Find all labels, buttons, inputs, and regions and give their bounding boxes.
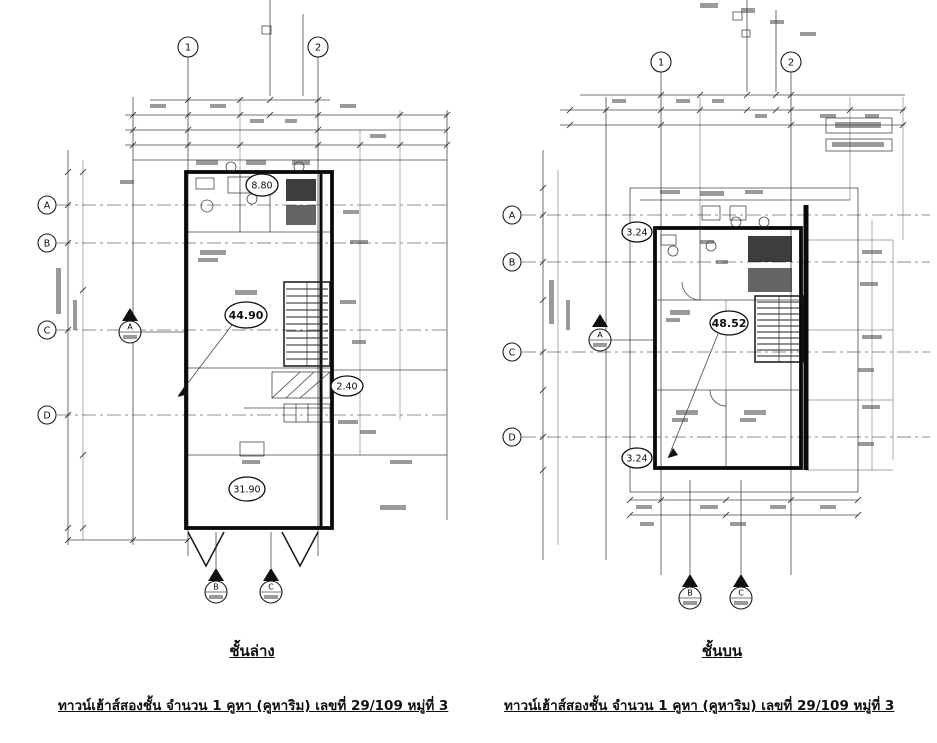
upper-floor-plan: 1 2 A B C D	[502, 0, 930, 610]
illegible-annotation-smudges	[56, 104, 412, 510]
area-value-main: 44.90	[229, 309, 264, 322]
area-oval-front	[228, 476, 266, 502]
under-stair-detail	[239, 371, 331, 457]
area-value-bath: 8.80	[251, 180, 272, 191]
grid-bubble-D-label: D	[508, 432, 515, 443]
area-oval-main	[224, 301, 268, 329]
bathroom-fixtures	[660, 205, 792, 292]
bathroom-fixtures	[195, 161, 316, 225]
grid-bubble-D-label: D	[43, 410, 50, 421]
area-oval-bath	[245, 173, 279, 197]
grid-bubble-C	[37, 320, 57, 340]
section-marker-A: A	[118, 308, 186, 344]
section-marker-B: B	[204, 568, 228, 604]
grid-bubble-C-label: C	[509, 347, 516, 358]
grid-bubble-B-label: B	[509, 257, 516, 268]
interior-partitions	[188, 172, 447, 456]
upper-floor-caption: ทาวน์เฮ้าส์สองชั้น จำนวน 1 คูหา (คูหาริม…	[504, 698, 895, 714]
illegible-annotation-smudges	[549, 3, 884, 526]
grid-bubble-A	[502, 205, 522, 225]
section-marker-B-label: B	[687, 589, 693, 598]
grid-bubble-A	[37, 195, 57, 215]
upper-floor-label: ชั้นบน	[701, 642, 743, 660]
ground-floor-caption: ทาวน์เฮ้าส์สองชั้น จำนวน 1 คูหา (คูหาริม…	[58, 698, 449, 714]
bottom-dimension-lines	[626, 496, 862, 519]
outer-boundary-lines	[629, 117, 894, 493]
top-dimension-lines	[560, 91, 907, 240]
row-grid-lines	[57, 204, 447, 416]
grid-bubble-D	[37, 405, 57, 425]
porch-marks	[187, 531, 319, 568]
grid-bubble-C	[502, 342, 522, 362]
section-marker-B: B	[678, 574, 702, 610]
unit-outline-wall	[653, 226, 803, 470]
area-value-front: 31.90	[233, 484, 260, 495]
area-oval-side	[330, 375, 364, 397]
grid-bubble-B-label: B	[44, 238, 51, 249]
area-value-top: 3.24	[626, 227, 647, 238]
column-grid-lines	[605, 0, 792, 575]
grid-bubble-1-label: 1	[658, 58, 664, 69]
grid-bubble-C-label: C	[44, 325, 51, 336]
section-marker-C-label: C	[268, 583, 274, 592]
leader-arrowhead	[178, 387, 188, 397]
area-value-side: 2.40	[336, 381, 357, 392]
grid-bubble-A-label: A	[44, 200, 51, 211]
grid-bubble-1-label: 1	[185, 43, 191, 54]
section-marker-B-label: B	[213, 583, 219, 592]
grid-bubble-2-label: 2	[315, 43, 321, 54]
section-marker-A: A	[588, 314, 655, 352]
leader-arrowhead	[668, 448, 678, 458]
grid-bubble-B	[502, 252, 522, 272]
left-dimension-lines	[64, 150, 192, 545]
column-grid-lines	[132, 0, 319, 556]
left-dimension-lines	[539, 150, 559, 560]
area-oval-main	[709, 310, 749, 336]
area-leader-line	[667, 333, 719, 459]
unit-outline-wall	[184, 170, 334, 530]
blueprint-drawing: 1 2 A B C D	[37, 0, 930, 610]
section-marker-C: C	[259, 568, 283, 604]
grid-bubble-2	[307, 36, 329, 58]
section-marker-A-label: A	[597, 331, 603, 340]
ground-floor-plan: 1 2 A B C D	[37, 0, 451, 604]
staircase	[754, 295, 804, 363]
grid-bubble-B	[37, 233, 57, 253]
area-value-bottom: 3.24	[626, 453, 647, 464]
section-marker-C-label: C	[738, 589, 744, 598]
grid-bubble-1	[650, 51, 672, 73]
ground-floor-label: ชั้นล่าง	[229, 642, 275, 660]
area-oval-top	[621, 221, 653, 243]
grid-bubble-1	[177, 36, 199, 58]
section-marker-C: C	[729, 574, 753, 610]
grid-bubble-A-label: A	[509, 210, 516, 221]
grid-bubble-2	[780, 51, 802, 73]
top-dimension-lines	[125, 96, 451, 520]
area-leader-line	[177, 324, 233, 397]
area-oval-bottom	[621, 447, 653, 469]
grid-bubble-2-label: 2	[788, 58, 794, 69]
section-marker-A-label: A	[127, 323, 133, 332]
grid-bubble-D	[502, 427, 522, 447]
area-value-main: 48.52	[712, 317, 747, 330]
staircase	[283, 281, 331, 367]
